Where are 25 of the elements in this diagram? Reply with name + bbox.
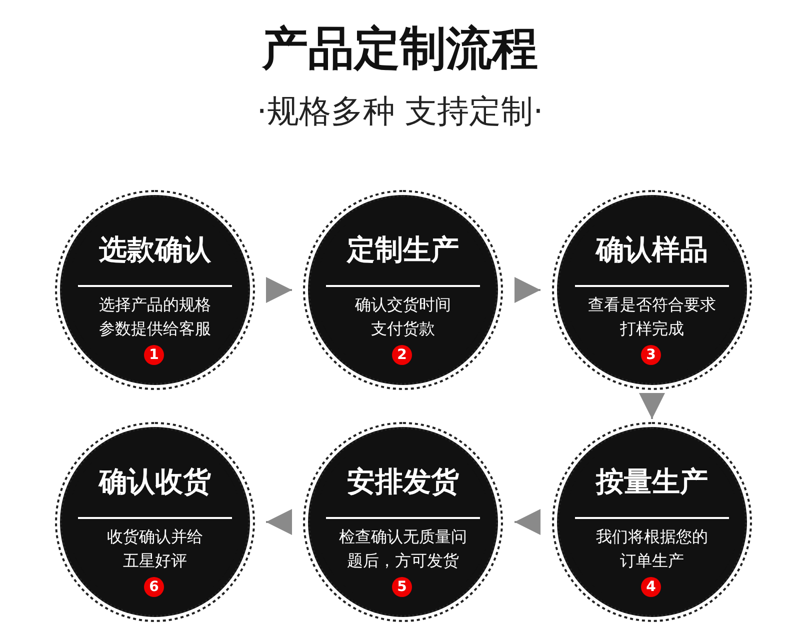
arrow bbox=[639, 393, 665, 419]
step-description: 确认交货时间支付货款 bbox=[354, 294, 452, 340]
number-badge: 3 bbox=[641, 345, 661, 365]
step-description: 检查确认无质量问题后，方可发货 bbox=[338, 526, 468, 572]
number-badge: 4 bbox=[641, 577, 661, 597]
step-heading: 确认收货 bbox=[97, 464, 212, 500]
step-description: 我们将根据您的订单生产 bbox=[595, 526, 709, 572]
number-badge: 6 bbox=[144, 577, 164, 597]
title: 产品定制流程 bbox=[260, 20, 539, 77]
step-heading: 选款确认 bbox=[98, 232, 212, 268]
number-badge: 5 bbox=[392, 577, 412, 597]
step-description: 选择产品的规格参数提供给客服 bbox=[98, 294, 212, 340]
step-description: 收货确认并给五星好评 bbox=[106, 526, 204, 572]
arrow bbox=[266, 277, 292, 303]
arrow bbox=[514, 509, 540, 535]
subtitle: ·规格多种 支持定制· bbox=[256, 91, 544, 132]
step-heading: 定制生产 bbox=[346, 232, 460, 268]
arrow bbox=[266, 509, 292, 535]
step-heading: 确认样品 bbox=[594, 232, 709, 268]
step-heading: 安排发货 bbox=[346, 464, 460, 500]
arrow bbox=[514, 277, 540, 303]
step-heading: 按量生产 bbox=[594, 464, 709, 500]
number-badge: 2 bbox=[392, 345, 412, 365]
step-description: 查看是否符合要求打样完成 bbox=[587, 294, 717, 340]
number-badge: 1 bbox=[144, 345, 164, 365]
